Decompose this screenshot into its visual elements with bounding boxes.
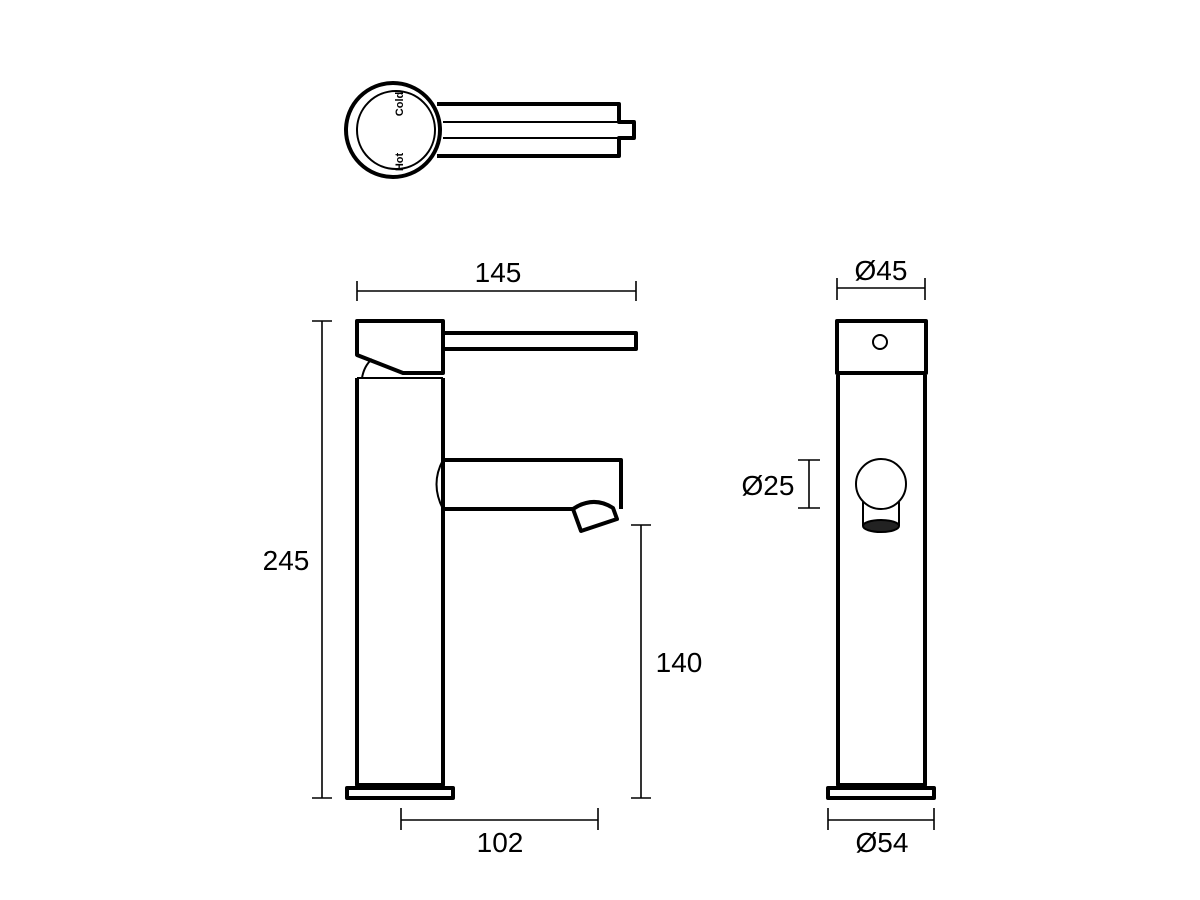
handle-collar-arc xyxy=(361,358,373,379)
dimension-140: 140 xyxy=(631,524,703,799)
dimension-102: 102 xyxy=(400,808,599,858)
dimension-label: Ø54 xyxy=(856,827,909,858)
side-view: 145 245 140 102 xyxy=(263,257,703,858)
dimension-label: 140 xyxy=(656,647,703,678)
spout xyxy=(443,458,623,511)
dimension-label: 245 xyxy=(263,545,310,576)
dimension-245: 245 xyxy=(263,320,332,799)
body xyxy=(836,375,927,787)
dimension-d45: Ø45 xyxy=(836,255,926,300)
dimension-label: 102 xyxy=(477,827,524,858)
dimension-d54: Ø54 xyxy=(827,808,935,858)
spout-end xyxy=(855,458,907,510)
base xyxy=(826,786,936,800)
base xyxy=(345,786,455,800)
top-view: Cold Hot xyxy=(344,81,636,179)
handle-pin xyxy=(872,334,888,350)
hot-label: Hot xyxy=(394,153,406,172)
dimension-label: 145 xyxy=(475,257,522,288)
front-view: Ø45 Ø25 Ø54 xyxy=(742,255,936,858)
lever xyxy=(441,331,638,351)
aerator xyxy=(571,500,619,533)
dimension-label: Ø25 xyxy=(742,470,795,501)
handle-inner-circle xyxy=(356,90,436,170)
dimension-145: 145 xyxy=(356,257,637,301)
handle-outer-circle xyxy=(344,81,442,179)
aerator-outlet xyxy=(862,519,900,533)
spout-join-arc xyxy=(435,459,444,510)
handle-block xyxy=(355,319,445,375)
handle-head xyxy=(835,319,928,375)
dimension-label: Ø45 xyxy=(855,255,908,286)
cold-label: Cold xyxy=(394,92,406,116)
dimension-d25: Ø25 xyxy=(742,459,820,509)
body xyxy=(355,378,445,787)
lever-outline xyxy=(437,102,636,158)
